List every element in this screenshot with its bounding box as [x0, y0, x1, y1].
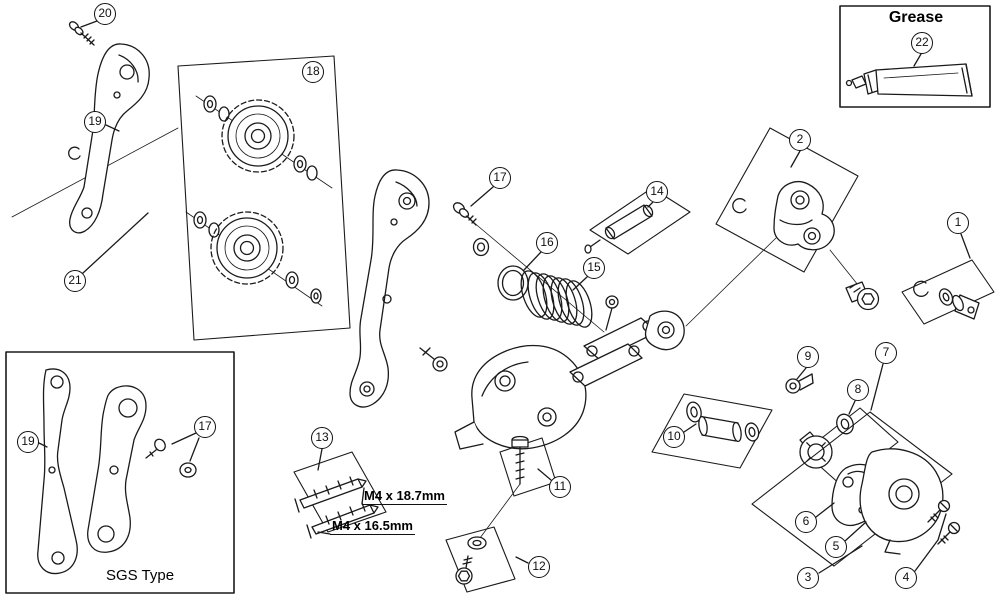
- callout-15: 15: [583, 257, 605, 279]
- sgs-inner-plate: [87, 385, 147, 553]
- knuckle-cover: [859, 448, 944, 543]
- callout-17-sgs: 17: [194, 416, 216, 438]
- callout-10: 10: [663, 426, 685, 448]
- callout-7: 7: [875, 342, 897, 364]
- sgs-outer-plate: [37, 368, 78, 575]
- bolt-11: [511, 435, 529, 485]
- callout-20: 20: [94, 3, 116, 25]
- callout-1: 1: [947, 212, 969, 234]
- callout-21: 21: [64, 270, 86, 292]
- bracket-assembly: [715, 127, 880, 311]
- bottom-hardware: [445, 435, 557, 593]
- callout-11: 11: [549, 476, 571, 498]
- callout-17-main: 17: [489, 167, 511, 189]
- pivot-hardware: [651, 367, 899, 487]
- adjuster-parts: [901, 233, 995, 325]
- derailleur-body: [454, 237, 777, 450]
- spring-and-seal: [465, 215, 605, 333]
- upper-pulley: [221, 99, 295, 173]
- callout-19-top: 19: [84, 111, 106, 133]
- lower-pulley: [210, 211, 284, 285]
- callout-5: 5: [825, 536, 847, 558]
- callout-14: 14: [646, 181, 668, 203]
- bolt-size-label-upper: M4 x 18.7mm: [362, 488, 447, 505]
- callout-13: 13: [311, 427, 333, 449]
- cover-screws: [927, 499, 961, 545]
- pulley-box: [177, 55, 351, 341]
- screw-12: [455, 555, 473, 585]
- cover-assembly: [751, 363, 961, 574]
- callout-22: 22: [911, 32, 933, 54]
- b-axle-bolt: [856, 287, 880, 311]
- inner-cage-plate: [349, 169, 494, 408]
- grease-tube: [845, 63, 973, 97]
- callout-18: 18: [302, 61, 324, 83]
- snap-ring: [68, 146, 81, 160]
- callout-3: 3: [797, 567, 819, 589]
- snap-ring: [732, 198, 747, 214]
- callout-19-sgs: 19: [17, 431, 39, 453]
- callout-9: 9: [797, 346, 819, 368]
- bolt-size-label-lower: M4 x 16.5mm: [330, 518, 415, 535]
- callout-6: 6: [795, 511, 817, 533]
- cable-bolt-group: [584, 187, 691, 255]
- grease-box-title: Grease: [888, 9, 944, 26]
- callout-16: 16: [536, 232, 558, 254]
- sgs-type-label: SGS Type: [105, 567, 175, 584]
- callout-2: 2: [789, 129, 811, 151]
- callout-4: 4: [895, 567, 917, 589]
- callout-12: 12: [528, 556, 550, 578]
- grease-inset: [839, 5, 991, 108]
- snap-ring: [913, 280, 929, 297]
- coil-spring: [520, 270, 593, 328]
- callout-8: 8: [847, 379, 869, 401]
- bolt-upper: [294, 476, 367, 513]
- sgs-inset: [5, 351, 235, 594]
- mounting-bolts: [293, 448, 387, 539]
- outer-plate-assembly: [11, 20, 179, 274]
